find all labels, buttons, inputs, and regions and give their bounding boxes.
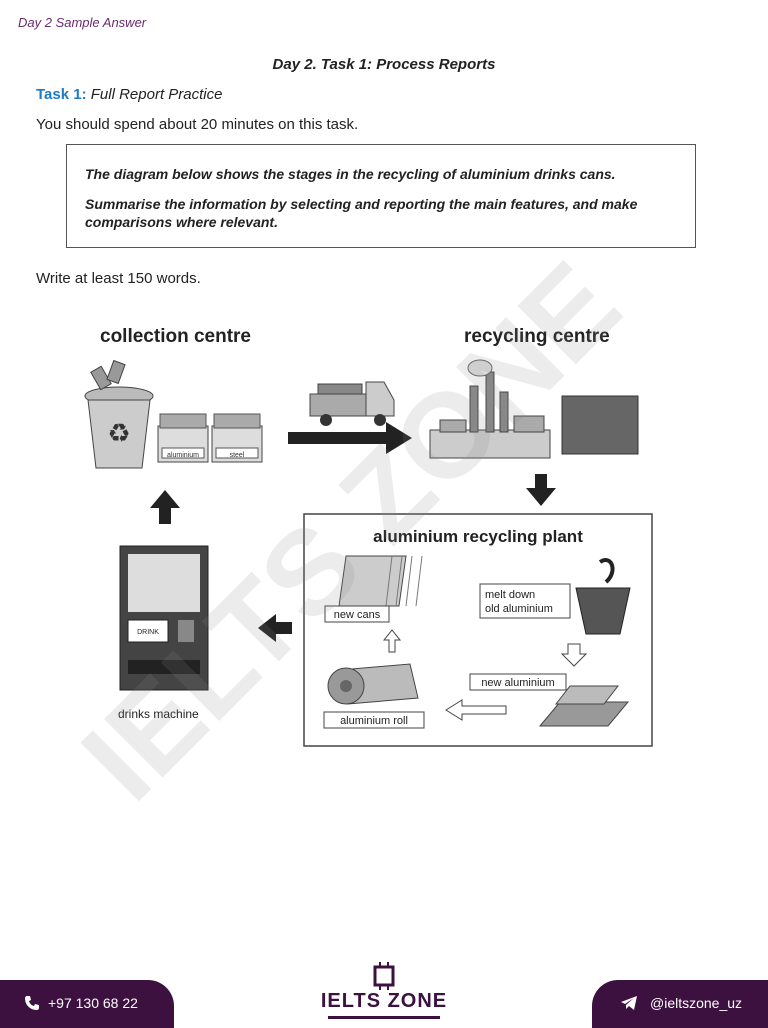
new-cans-label: new cans [334, 609, 381, 621]
logo-chip-icon [373, 962, 395, 990]
header-note: Day 2 Sample Answer [18, 15, 147, 30]
task-label: Task 1: [36, 86, 87, 103]
small-arrow-down-icon [560, 643, 588, 667]
svg-text:♻: ♻ [107, 418, 130, 448]
box-aluminium-label: aluminium [167, 452, 199, 459]
phone-icon [25, 996, 39, 1010]
drinks-machine-label: drinks machine [118, 707, 199, 721]
prompt-line-2: Summarise the information by selecting a… [85, 196, 638, 230]
task-line: Task 1: Full Report Practice [36, 86, 222, 103]
arrow-right-icon [288, 422, 412, 454]
arrow-down-icon [526, 474, 556, 506]
footer-handle[interactable]: @ieltszone_uz [650, 995, 743, 1011]
melt-down-box [479, 583, 571, 619]
telegram-icon [621, 996, 637, 1010]
cans-bundle-icon [338, 555, 423, 607]
aluminium-bale-icon [561, 395, 639, 455]
logo-tagline-bar [328, 1016, 440, 1019]
footer-phone[interactable]: +97 130 68 22 [48, 995, 138, 1011]
footer-handle-bar: @ieltszone_uz [592, 980, 768, 1028]
prompt-line-1: The diagram below shows the stages in th… [85, 166, 616, 182]
aluminium-ingots-icon [538, 685, 630, 727]
new-aluminium-label: new aluminium [481, 677, 554, 689]
logo-text: IELTS ZONE [320, 990, 448, 1012]
arrow-up-icon [150, 490, 180, 524]
box-steel-label: steel [230, 452, 245, 459]
ielts-zone-logo: IELTS ZONE [320, 960, 448, 1024]
plant-frame [303, 513, 653, 747]
drink-sign: DRINK [137, 629, 159, 636]
word-count-instruction: Write at least 150 words. [36, 270, 201, 287]
recycling-diagram: collection centre recycling centre ♻ alu… [84, 326, 653, 747]
can-boxes-icon: aluminium steel [157, 413, 263, 463]
small-arrow-up-icon [382, 629, 402, 653]
drinks-machine-icon: DRINK [119, 545, 209, 691]
aluminium-roll-box [323, 711, 425, 729]
task-subtitle: Full Report Practice [90, 86, 223, 103]
aluminium-roll-icon [327, 663, 419, 705]
melting-pot-icon [575, 558, 631, 635]
melt-down-line-2: old aluminium [485, 603, 553, 615]
truck-icon [309, 381, 395, 426]
aluminium-roll-label: aluminium roll [340, 715, 408, 727]
factory-icon [429, 359, 551, 459]
footer-phone-bar: +97 130 68 22 [0, 980, 174, 1028]
recycling-centre-label: recycling centre [464, 326, 610, 347]
time-instruction: You should spend about 20 minutes on thi… [36, 116, 359, 133]
new-cans-box [324, 605, 390, 623]
collection-centre-label: collection centre [100, 326, 251, 347]
arrow-left-icon [258, 614, 292, 642]
recycle-bin-icon: ♻ [84, 359, 154, 469]
hollow-arrow-left-icon [445, 699, 507, 721]
melt-down-line-1: melt down [485, 589, 535, 601]
new-aluminium-box [469, 673, 567, 691]
document-title: Day 2. Task 1: Process Reports [272, 56, 496, 73]
plant-title: aluminium recycling plant [373, 527, 583, 546]
prompt-box: The diagram below shows the stages in th… [66, 144, 696, 248]
